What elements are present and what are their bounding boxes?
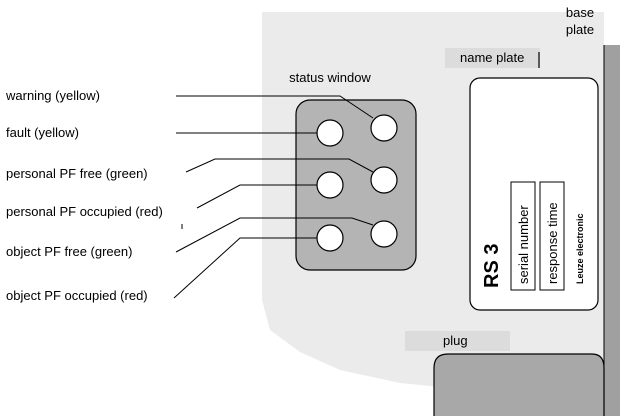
name-plate-label-bg — [445, 48, 540, 68]
status-window-label: status window — [289, 70, 371, 85]
name-plate-content: RS 3 serial number response time Leuze e… — [481, 181, 585, 291]
label-warning: warning (yellow) — [5, 88, 100, 103]
led-fault — [316, 119, 344, 147]
response-time-box — [539, 181, 565, 291]
leader-personal-free — [185, 158, 374, 173]
label-personal-occupied: personal PF occupied (red) — [6, 204, 163, 219]
brand-label: Leuze electronic — [575, 213, 585, 284]
leader-object-free — [175, 217, 374, 253]
model-label: RS 3 — [481, 244, 503, 288]
led-object-free — [370, 220, 398, 248]
serial-number-label: serial number — [516, 205, 531, 284]
serial-number-box — [510, 181, 536, 291]
name-plate-label: name plate — [460, 50, 524, 65]
label-personal-free: personal PF free (green) — [6, 166, 148, 181]
base-plate-label-line1: base — [566, 5, 594, 20]
base-plate — [604, 45, 620, 416]
leader-object-occupied — [173, 237, 317, 299]
plug-label: plug — [443, 333, 468, 348]
label-object-free: object PF free (green) — [6, 244, 132, 259]
leader-warning — [176, 95, 374, 119]
led-object-occupied — [316, 224, 344, 252]
leader-personal-occupied — [196, 184, 317, 209]
plug-label-bg — [405, 331, 510, 351]
label-fault: fault (yellow) — [6, 125, 79, 140]
led-personal-occupied — [316, 171, 344, 199]
label-object-occupied: object PF occupied (red) — [6, 288, 148, 303]
plug — [433, 353, 605, 416]
response-time-label: response time — [545, 202, 560, 284]
led-personal-free — [370, 166, 398, 194]
base-plate-label-line2: plate — [566, 22, 594, 37]
led-warning — [370, 114, 398, 142]
